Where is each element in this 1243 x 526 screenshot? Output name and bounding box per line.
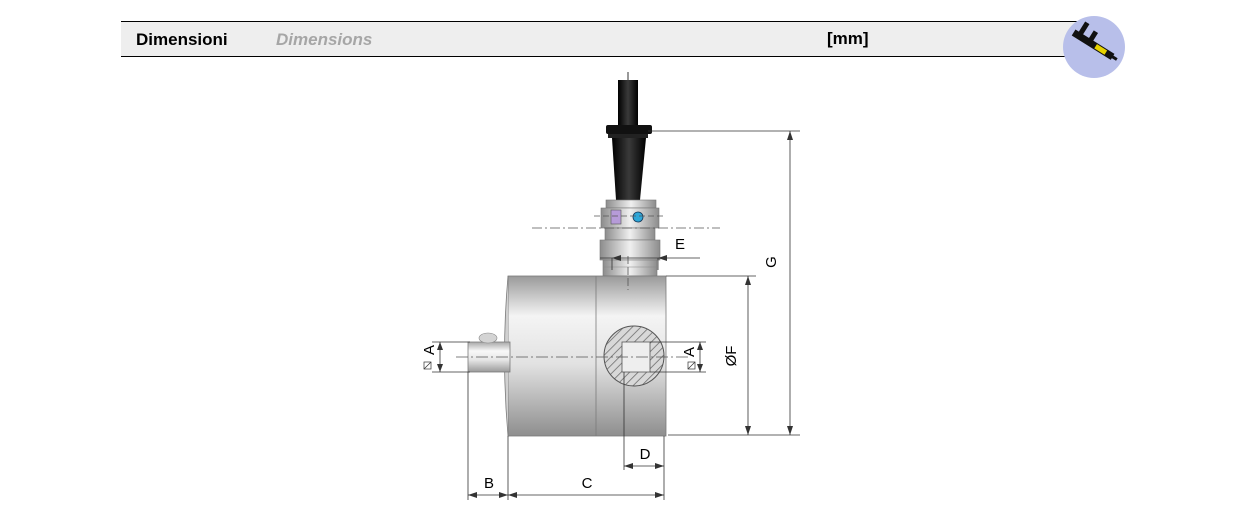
dim-label-f: ØF xyxy=(723,346,740,367)
header-bar: Dimensioni Dimensions [mm] xyxy=(121,21,1083,57)
caliper-icon xyxy=(1063,16,1125,78)
cable-gland xyxy=(612,138,646,200)
dim-label-a-right: A xyxy=(681,347,698,357)
title-italian: Dimensioni xyxy=(136,30,228,49)
dim-label-a-left: A xyxy=(421,345,438,355)
unit-label: [mm] xyxy=(827,29,869,48)
dim-label-b: B xyxy=(484,475,494,492)
dim-label-d: D xyxy=(640,446,651,463)
dim-label-c: C xyxy=(582,475,593,492)
encoder-drawing: E G ØF A A D B C xyxy=(404,68,816,514)
cable xyxy=(618,80,638,126)
dim-label-e: E xyxy=(675,236,685,253)
dim-label-g: G xyxy=(763,256,780,268)
title-english: Dimensions xyxy=(276,30,373,49)
